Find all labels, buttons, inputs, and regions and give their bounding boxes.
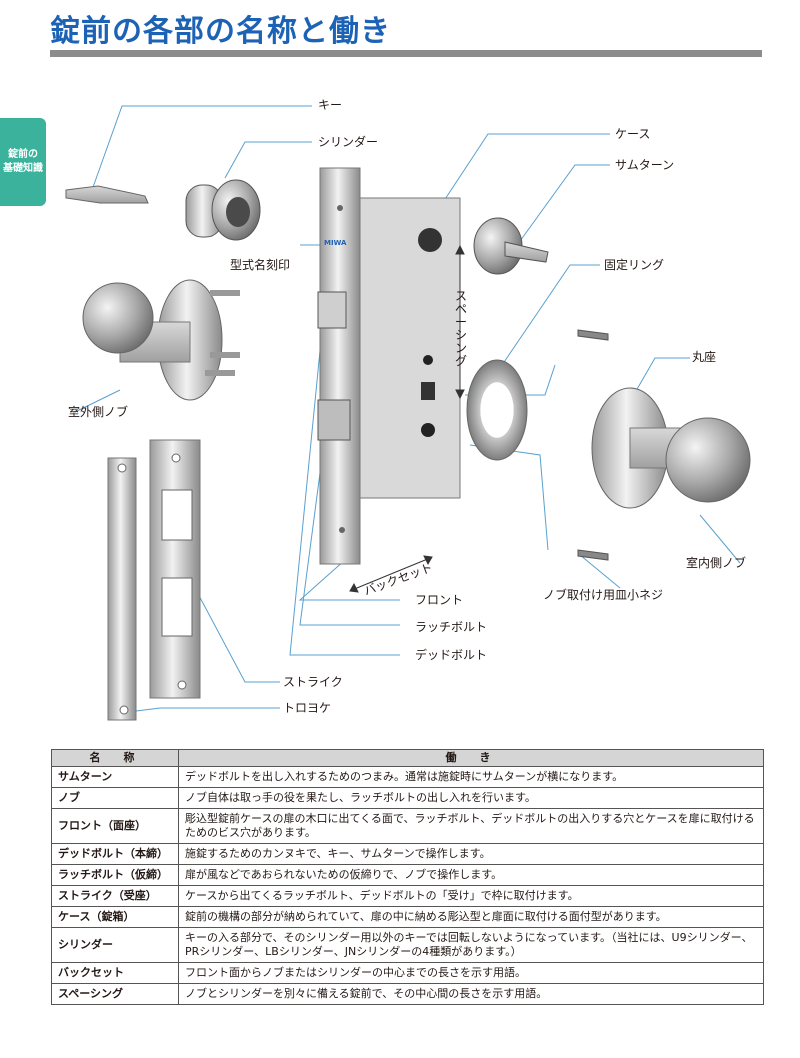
label-key: キー — [318, 98, 343, 112]
table-row: サムターンデッドボルトを出し入れするためのつまみ。通常は施錠時にサムターンが横に… — [51, 766, 764, 788]
label-model-stamp: 型式名刻印 — [230, 258, 291, 272]
row-name: ノブ — [51, 787, 179, 809]
row-name: ケース（錠箱） — [51, 906, 179, 928]
label-inside-knob: 室内側ノブ — [686, 556, 747, 570]
parts-table: 名 称 働 き サムターンデッドボルトを出し入れするためのつまみ。通常は施錠時に… — [51, 749, 764, 1005]
table-row: シリンダーキーの入る部分で、そのシリンダー用以外のキーでは回転しないようになって… — [51, 927, 764, 963]
row-desc: ケースから出てくるラッチボルト、デッドボルトの「受け」で枠に取付けます。 — [178, 885, 764, 907]
screw-shapes — [577, 329, 609, 561]
row-name: ストライク（受座） — [51, 885, 179, 907]
brand-stamp: MIWA — [324, 239, 347, 247]
strike-plate-shape — [149, 439, 201, 699]
row-name: シリンダー — [51, 927, 179, 963]
row-name: バックセット — [51, 962, 179, 984]
row-name: サムターン — [51, 766, 179, 788]
table-header-row: 名 称 働 き — [51, 749, 764, 767]
label-outside-knob: 室外側ノブ — [68, 405, 129, 419]
table-row: ラッチボルト（仮締）扉が風などであおられないための仮締りで、ノブで操作します。 — [51, 864, 764, 886]
table-row: ケース（錠箱）錠前の機構の部分が納められていて、扉の中に納める彫込型と扉面に取付… — [51, 906, 764, 928]
table-row: ノブノブ自体は取っ手の役を果たし、ラッチボルトの出し入れを行います。 — [51, 787, 764, 809]
label-round-rose: 丸座 — [692, 350, 717, 364]
row-name: スペーシング — [51, 983, 179, 1005]
row-desc: 扉が風などであおられないための仮締りで、ノブで操作します。 — [178, 864, 764, 886]
header-name: 名 称 — [51, 749, 179, 767]
table-row: バックセットフロント面からノブまたはシリンダーの中心までの長さを示す用語。 — [51, 962, 764, 984]
label-knob-screw: ノブ取付け用皿小ネジ — [543, 588, 664, 602]
label-latch-bolt: ラッチボルト — [415, 620, 488, 634]
side-tab[interactable]: 錠前の 基礎知識 — [0, 118, 46, 206]
dimension-arrows — [349, 244, 465, 593]
row-desc: キーの入る部分で、そのシリンダー用以外のキーでは回転しないようになっています。（… — [178, 927, 764, 963]
exploded-lock-diagram: MIWA — [65, 105, 751, 721]
thumbturn-shape — [473, 217, 549, 275]
table-row: スペーシングノブとシリンダーを別々に備える錠前で、その中心間の長さを示す用語。 — [51, 983, 764, 1005]
side-tab-line-1: 錠前の — [8, 149, 38, 160]
fixing-ring-shape — [466, 359, 528, 461]
row-name: ラッチボルト（仮締） — [51, 864, 179, 886]
row-desc: ノブ自体は取っ手の役を果たし、ラッチボルトの出し入れを行います。 — [178, 787, 764, 809]
side-tab-line-2: 基礎知識 — [3, 163, 43, 174]
lock-case-shape: MIWA — [317, 167, 461, 565]
table-row: フロント（面座）彫込型錠前ケースの扉の木口に出てくる面で、ラッチボルト、デッドボ… — [51, 808, 764, 844]
label-front: フロント — [415, 593, 464, 607]
key-shape — [65, 185, 149, 204]
outside-knob-shape — [82, 279, 240, 401]
row-desc: 施錠するためのカンヌキで、キー、サムターンで操作します。 — [178, 843, 764, 865]
table-row: ストライク（受座）ケースから出てくるラッチボルト、デッドボルトの「受け」で枠に取… — [51, 885, 764, 907]
label-spacing: スペーシング — [455, 289, 468, 368]
label-dead-bolt: デッドボルト — [415, 648, 488, 662]
row-desc: フロント面からノブまたはシリンダーの中心までの長さを示す用語。 — [178, 962, 764, 984]
label-strike: ストライク — [283, 675, 343, 689]
label-thumbturn: サムターン — [615, 158, 675, 172]
row-name: フロント（面座） — [51, 808, 179, 844]
cylinder-shape — [185, 179, 261, 241]
label-cylinder: シリンダー — [318, 135, 379, 149]
box-strike-shape — [107, 457, 137, 721]
label-box-strike: トロヨケ — [283, 701, 332, 715]
row-desc: 彫込型錠前ケースの扉の木口に出てくる面で、ラッチボルト、デッドボルトの出入りする… — [178, 808, 764, 844]
header-function: 働 き — [178, 749, 764, 767]
label-case: ケース — [615, 127, 651, 141]
row-name: デッドボルト（本締） — [51, 843, 179, 865]
title-rule — [50, 50, 762, 57]
row-desc: デッドボルトを出し入れするためのつまみ。通常は施錠時にサムターンが横になります。 — [178, 766, 764, 788]
label-fixing-ring: 固定リング — [604, 258, 665, 272]
row-desc: 錠前の機構の部分が納められていて、扉の中に納める彫込型と扉面に取付ける面付型があ… — [178, 906, 764, 928]
inside-knob-shape — [591, 387, 751, 509]
page-title: 錠前の各部の名称と働き — [50, 14, 391, 49]
table-row: デッドボルト（本締）施錠するためのカンヌキで、キー、サムターンで操作します。 — [51, 843, 764, 865]
row-desc: ノブとシリンダーを別々に備える錠前で、その中心間の長さを示す用語。 — [178, 983, 764, 1005]
